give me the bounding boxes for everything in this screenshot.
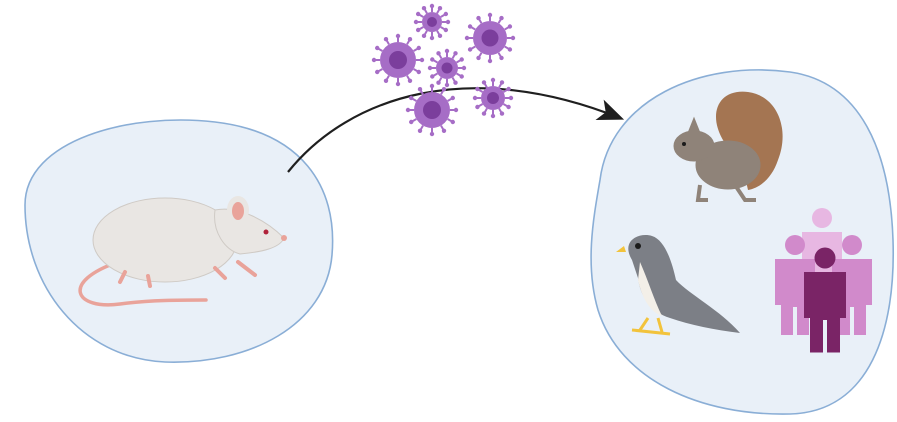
virus-icon [473,78,513,118]
virus-cluster [372,4,515,136]
virus-icon [406,84,458,136]
virus-icon [428,49,466,87]
transmission-arrow [288,88,620,172]
virus-icon [372,34,424,86]
virus-icon [414,4,450,40]
virus-icon [465,13,515,63]
